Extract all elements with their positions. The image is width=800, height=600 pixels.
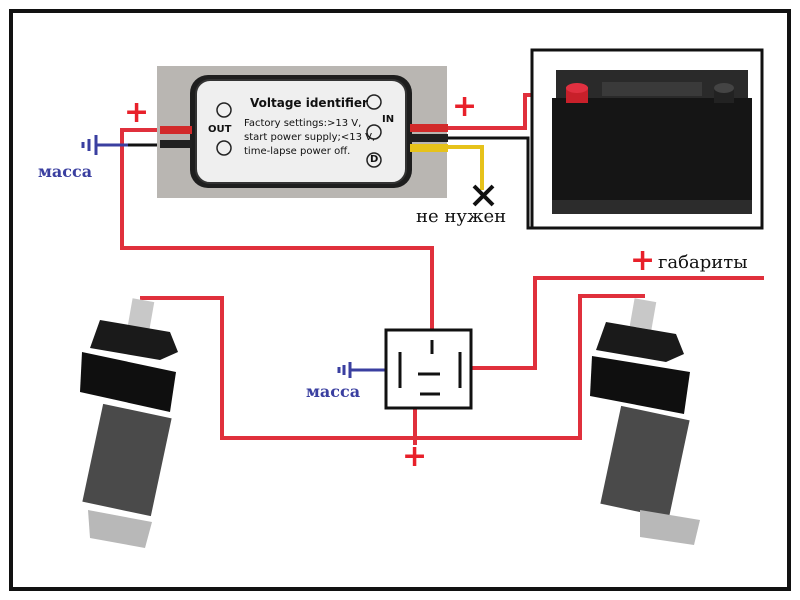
plus-label-out: + xyxy=(124,95,150,130)
ne-nuzhen-label: не нужен xyxy=(416,206,507,227)
module-line-2: start power supply;<13 V, xyxy=(244,132,376,143)
ground-symbol-left xyxy=(81,135,98,155)
wire-yellow-d xyxy=(445,145,484,190)
outer-frame xyxy=(9,9,791,591)
gabarity-label: габариты xyxy=(658,252,748,273)
module-out-label: OUT xyxy=(208,124,232,135)
led-bulb-left xyxy=(80,298,178,548)
module-title: Voltage identifier xyxy=(250,96,368,110)
plus-label-gabarity: + xyxy=(630,243,656,278)
massa-label-left: масса xyxy=(38,162,93,181)
module-d-label: D xyxy=(370,154,379,165)
massa-label-relay: масса xyxy=(306,382,361,401)
plus-label-battery: + xyxy=(452,89,478,124)
battery-negative-terminal xyxy=(714,83,734,103)
cross-mark-b xyxy=(472,184,495,207)
battery xyxy=(530,48,764,230)
relay xyxy=(384,328,473,410)
battery-positive-terminal xyxy=(566,83,588,103)
wire-out-to-relay xyxy=(120,128,434,338)
wire-bulbs-loop xyxy=(140,294,645,440)
led-bulb-right xyxy=(590,298,700,545)
module-line-3: time-lapse power off. xyxy=(244,146,351,157)
plus-label-bottom: + xyxy=(402,439,428,474)
module-line-1: Factory settings:>13 V, xyxy=(244,118,362,129)
module-in-label: IN xyxy=(382,114,395,125)
wire-gabarity-to-relay xyxy=(464,276,764,370)
ground-symbol-relay xyxy=(337,362,352,378)
voltage-identifier-module xyxy=(157,66,448,198)
